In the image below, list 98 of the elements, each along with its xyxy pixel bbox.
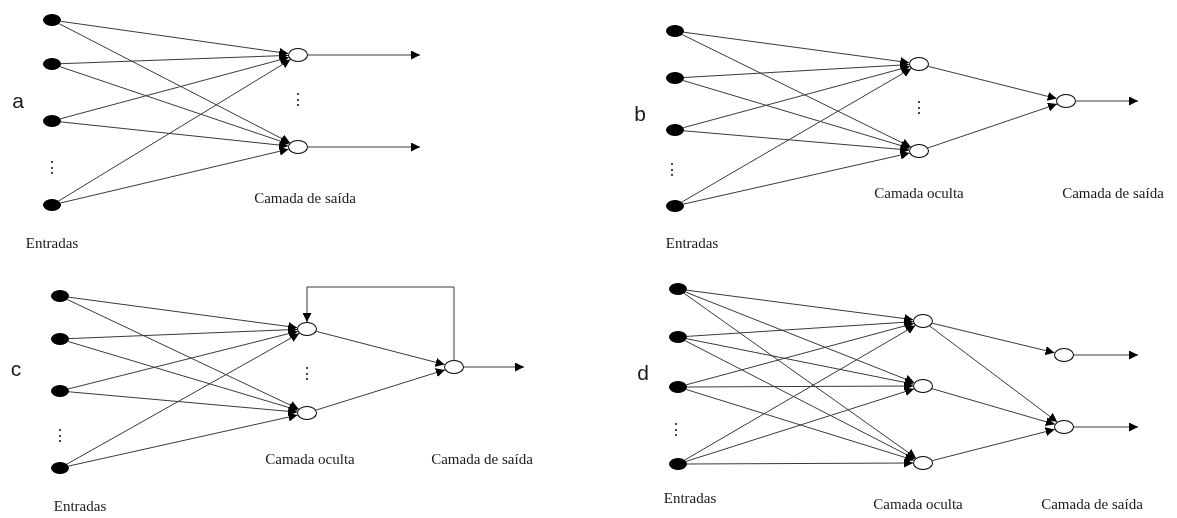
arrow xyxy=(68,325,298,340)
neuron-node xyxy=(909,57,929,71)
input-node xyxy=(669,283,687,295)
neuron-node xyxy=(913,314,933,328)
input-node xyxy=(43,58,61,70)
arrow xyxy=(66,332,300,465)
neuron-node xyxy=(444,360,464,374)
neuron-node xyxy=(288,48,308,62)
arrow xyxy=(68,391,298,416)
neuron-node xyxy=(909,144,929,158)
arrow xyxy=(463,362,525,372)
arrow xyxy=(66,299,300,410)
arrow xyxy=(683,150,910,205)
ellipsis-mark: ⋮ xyxy=(52,428,68,444)
arrow xyxy=(60,51,289,65)
neuron-node xyxy=(1054,348,1074,362)
input-node xyxy=(43,199,61,211)
neuron-node xyxy=(297,322,317,336)
input-node xyxy=(51,290,69,302)
input-node xyxy=(669,458,687,470)
arrow xyxy=(927,102,1058,149)
arrow xyxy=(59,55,290,120)
arrow xyxy=(683,31,910,66)
ellipsis-mark: ⋮ xyxy=(664,162,680,178)
layer-caption: Camada de saída xyxy=(431,452,533,467)
arrow xyxy=(683,60,910,78)
panel-letter: c xyxy=(10,358,22,379)
input-node xyxy=(666,200,684,212)
arrow xyxy=(67,341,299,412)
arrow xyxy=(683,130,910,154)
ellipsis-mark: ⋮ xyxy=(44,160,60,176)
arrow xyxy=(59,66,290,146)
arrow xyxy=(932,322,1055,355)
arrow xyxy=(685,321,915,386)
input-node xyxy=(666,124,684,136)
arrow xyxy=(927,65,1058,101)
arrow xyxy=(58,59,291,202)
arrow xyxy=(302,286,455,361)
input-node xyxy=(669,331,687,343)
input-node xyxy=(669,381,687,393)
layer-caption: Entradas xyxy=(25,236,79,251)
neuron-node xyxy=(1054,420,1074,434)
input-node xyxy=(666,25,684,37)
arrow xyxy=(60,20,289,57)
arrow xyxy=(315,368,446,411)
arrow xyxy=(681,68,912,203)
neuron-node xyxy=(913,456,933,470)
arrow xyxy=(68,296,298,331)
arrow xyxy=(686,381,914,391)
arrow xyxy=(307,50,421,60)
input-node xyxy=(666,72,684,84)
panel-letter: b xyxy=(634,103,646,124)
arrow xyxy=(931,427,1056,462)
arrow xyxy=(682,80,911,150)
arrow xyxy=(58,23,291,144)
arrow xyxy=(1073,422,1139,432)
arrow xyxy=(931,388,1056,427)
layer-caption: Entradas xyxy=(53,499,107,514)
arrow xyxy=(686,338,914,387)
ellipsis-mark: ⋮ xyxy=(299,366,315,382)
arrow xyxy=(67,329,299,390)
input-node xyxy=(51,385,69,397)
arrow xyxy=(307,142,421,152)
layer-caption: Entradas xyxy=(665,236,719,251)
arrow xyxy=(685,291,915,384)
arrow xyxy=(686,317,914,337)
panel-letter: d xyxy=(637,362,649,383)
arrow xyxy=(315,330,446,367)
layer-caption: Entradas xyxy=(663,491,717,506)
arrow xyxy=(929,325,1058,423)
input-node xyxy=(43,115,61,127)
neuron-node xyxy=(288,140,308,154)
neuron-node xyxy=(297,406,317,420)
input-node xyxy=(43,14,61,26)
layer-caption: Camada de saída xyxy=(1062,186,1164,201)
neuron-node xyxy=(1056,94,1076,108)
layer-caption: Camada de saída xyxy=(1041,497,1143,512)
arrow xyxy=(683,292,917,459)
layer-caption: Camada oculta xyxy=(873,497,963,512)
ellipsis-mark: ⋮ xyxy=(668,422,684,438)
arrow xyxy=(68,412,298,467)
arrow xyxy=(686,289,914,323)
ellipsis-mark: ⋮ xyxy=(290,92,306,108)
arrow xyxy=(60,146,289,204)
arrow xyxy=(1073,350,1139,360)
ellipsis-mark: ⋮ xyxy=(911,100,927,116)
layer-caption: Camada de saída xyxy=(254,191,356,206)
arrow xyxy=(60,121,289,150)
panel-letter: a xyxy=(12,90,24,111)
arrow xyxy=(686,458,914,468)
arrow xyxy=(682,64,911,129)
layer-caption: Camada oculta xyxy=(874,186,964,201)
neuron-node xyxy=(913,379,933,393)
arrow xyxy=(1075,96,1139,106)
input-node xyxy=(51,462,69,474)
layer-caption: Camada oculta xyxy=(265,452,355,467)
arrow xyxy=(681,34,912,148)
input-node xyxy=(51,333,69,345)
